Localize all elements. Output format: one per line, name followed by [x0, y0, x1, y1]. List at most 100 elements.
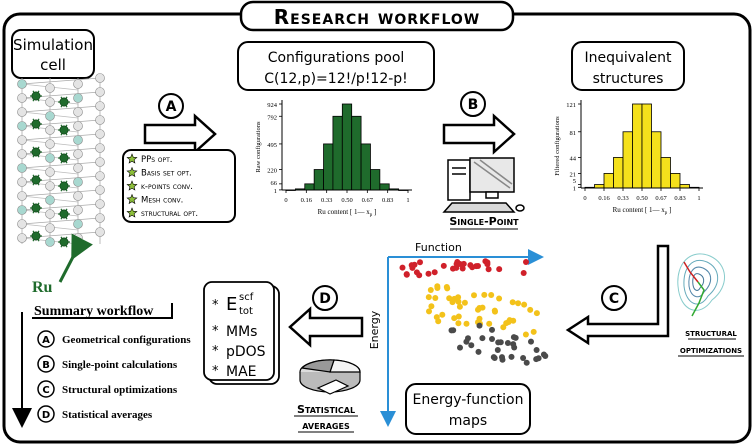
atom [73, 93, 83, 103]
summary-badge-letter: A [42, 335, 50, 346]
summary-item-text: Single-point calculations [62, 359, 178, 371]
x-tick-label: 0 [284, 197, 287, 204]
checklist-items: PPs opt.Basis set opt.k-points conv.Mesh… [126, 153, 198, 219]
inequivalent-label-line2: structures [593, 71, 664, 87]
scatter-point [455, 313, 462, 320]
inequivalent-label-line1: Inequivalent [585, 50, 673, 66]
chart-bar [651, 131, 662, 189]
scatter-point [481, 291, 488, 298]
scatter-point [427, 287, 434, 293]
scatter-point [508, 353, 515, 360]
y-tick-label: 44 [570, 155, 577, 162]
summary-badge [37, 405, 55, 423]
scatter-point [540, 351, 547, 358]
star-icon [126, 180, 138, 191]
atom [95, 157, 105, 167]
scatter-point [475, 348, 482, 355]
scatter-point [533, 356, 540, 363]
scatter-point [403, 271, 410, 278]
ru-atom [31, 203, 41, 213]
statistical-line2: averages [302, 419, 350, 432]
atom [73, 191, 83, 201]
atom [95, 185, 105, 195]
atom [73, 121, 83, 131]
atom [73, 107, 83, 117]
step-c-badge [601, 285, 627, 311]
scatter-point [457, 344, 463, 351]
x-tick-label: 0.83 [674, 195, 685, 202]
chart-bar [670, 173, 681, 189]
x-tick-label: 1 [406, 197, 409, 204]
scatter-point [475, 263, 481, 269]
summary-badge [37, 330, 55, 348]
scatter-point [476, 315, 483, 322]
scatter-point [471, 292, 477, 299]
scatter-point [488, 292, 495, 298]
ru-atom [59, 181, 69, 191]
step-b-letter: B [468, 97, 479, 113]
x-tick-label: 0.33 [321, 197, 332, 204]
output-energy-symbol: E [226, 294, 237, 315]
scatter-point [428, 303, 435, 310]
atom [95, 171, 105, 181]
checklist-item: PPs opt. [141, 155, 172, 165]
scatter-point [521, 301, 528, 308]
scatter-point [455, 298, 462, 305]
scatter-point [533, 347, 540, 353]
atom [17, 219, 27, 229]
atom [45, 83, 55, 93]
atom [45, 97, 55, 107]
ru-atom [31, 147, 41, 157]
summary-underline [32, 303, 173, 319]
x-axis-label: Ru content [ 1— xp ] [318, 208, 377, 218]
summary-badge-letter: D [42, 410, 50, 421]
function-axis-label: Function [415, 241, 462, 254]
y-tick-label: 5 [573, 178, 576, 185]
chart-bar [304, 183, 315, 191]
scatter-point [439, 311, 446, 318]
atom [17, 149, 27, 159]
scatter-point [463, 320, 470, 327]
scatter-point [450, 265, 456, 272]
atom [17, 93, 27, 103]
atom [45, 237, 55, 247]
simulation-cell-label-box [11, 29, 95, 79]
atom [95, 101, 105, 111]
scatter-point [499, 356, 506, 363]
ru-pointer-arrow [58, 233, 93, 283]
star-icon [126, 193, 138, 205]
atom [45, 125, 55, 135]
atom [17, 79, 27, 89]
scatter-point [468, 342, 475, 349]
atom [45, 153, 55, 163]
structural-opt-line1: structural [685, 328, 737, 339]
atom [73, 135, 83, 145]
checklist-item: k-points conv. [141, 182, 193, 192]
x-tick-label: 1 [697, 195, 700, 202]
bond-line [21, 77, 101, 85]
atom [45, 181, 55, 191]
checklist-item: structural opt. [141, 209, 198, 219]
atom [73, 163, 83, 173]
chart-bar [360, 143, 371, 191]
x-tick-label: 0.33 [617, 195, 628, 202]
chart-bar [313, 169, 324, 191]
summary-badge [37, 380, 55, 398]
chart-bar [379, 183, 390, 191]
scatter-point [425, 294, 432, 301]
scatter-point [528, 338, 534, 345]
step-d-arrow [288, 306, 364, 348]
output-energy-sup: scf [239, 292, 254, 303]
bond-line [21, 161, 101, 169]
scatter-point [432, 295, 439, 301]
ru-atom [59, 125, 69, 135]
simulation-cell-label-line1: Simulation [13, 36, 93, 54]
computer-icon [442, 157, 525, 213]
configurations-pool-box [237, 41, 435, 91]
atom [45, 223, 55, 233]
chart-bar [323, 143, 334, 191]
ru-atom [31, 231, 41, 241]
scatter-point [448, 327, 455, 334]
